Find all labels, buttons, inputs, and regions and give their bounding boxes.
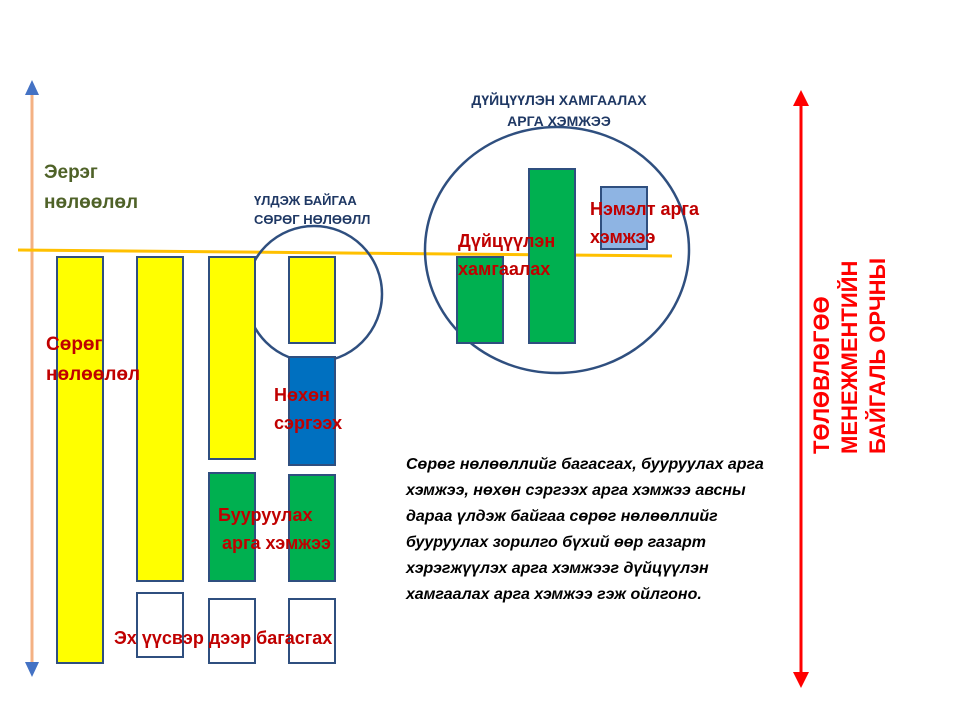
- negative-impact-label: Сөрөг нөлөөлөл: [46, 334, 141, 386]
- positive-impact-label: Эерэг нөлөөлөл: [44, 162, 139, 214]
- additional-measure-bar: [600, 186, 648, 250]
- restoration-label: Нөхөн сэргээх: [274, 385, 343, 433]
- restoration-bar: [288, 356, 336, 466]
- residual-negative-label: ҮЛДЭЖ БАЙГАА СӨРӨГ НӨЛӨӨЛЛ: [254, 193, 371, 227]
- offset-circle: [423, 125, 691, 375]
- plan-label-line-1: БАЙГАЛЬ ОРЧНЫ: [865, 258, 890, 454]
- source-reduction-box-2: [136, 592, 184, 658]
- offset-bar-1: [456, 256, 504, 344]
- additional-measure-label: Нэмэлт арга хэмжээ: [590, 199, 700, 247]
- axis-arrow-up-icon: [25, 80, 39, 95]
- plan-arrow-down-icon: [793, 672, 809, 688]
- mitigation-bar-3: [208, 472, 256, 582]
- plan-label-line-3: ТӨЛӨВЛӨГӨӨ: [809, 296, 834, 454]
- explanation-note: Сөрөг нөлөөллийг багасгах, бууруулах арг…: [406, 456, 764, 603]
- source-reduction-box-3: [208, 598, 256, 664]
- negative-impact-bar-2: [136, 256, 184, 582]
- plan-arrow-up-icon: [793, 90, 809, 106]
- offset-protect-label: Дүйцүүлэн хамгаалах: [458, 231, 556, 279]
- negative-impact-bar-1: [56, 256, 104, 664]
- source-reduction-box-4: [288, 598, 336, 664]
- residual-impact-bar: [288, 256, 336, 344]
- plan-label-line-2: МЕНЕЖМЕНТИЙН: [837, 260, 862, 454]
- reduce-at-source-label: Эх үүсвэр дээр багасгах: [114, 628, 333, 648]
- axis-arrow-down-icon: [25, 662, 39, 677]
- environmental-plan-label: БАЙГАЛЬ ОРЧНЫ МЕНЕЖМЕНТИЙН ТӨЛӨВЛӨГӨӨ: [808, 258, 898, 458]
- mitigation-label: Бууруулах арга хэмжээ: [218, 505, 331, 553]
- negative-impact-bar-3: [208, 256, 256, 460]
- mitigation-bar-4: [288, 474, 336, 582]
- offset-measures-title: ДҮЙЦҮҮЛЭН ХАМГААЛАХ АРГА ХЭМЖЭЭ: [471, 92, 647, 129]
- offset-bar-2: [528, 168, 576, 344]
